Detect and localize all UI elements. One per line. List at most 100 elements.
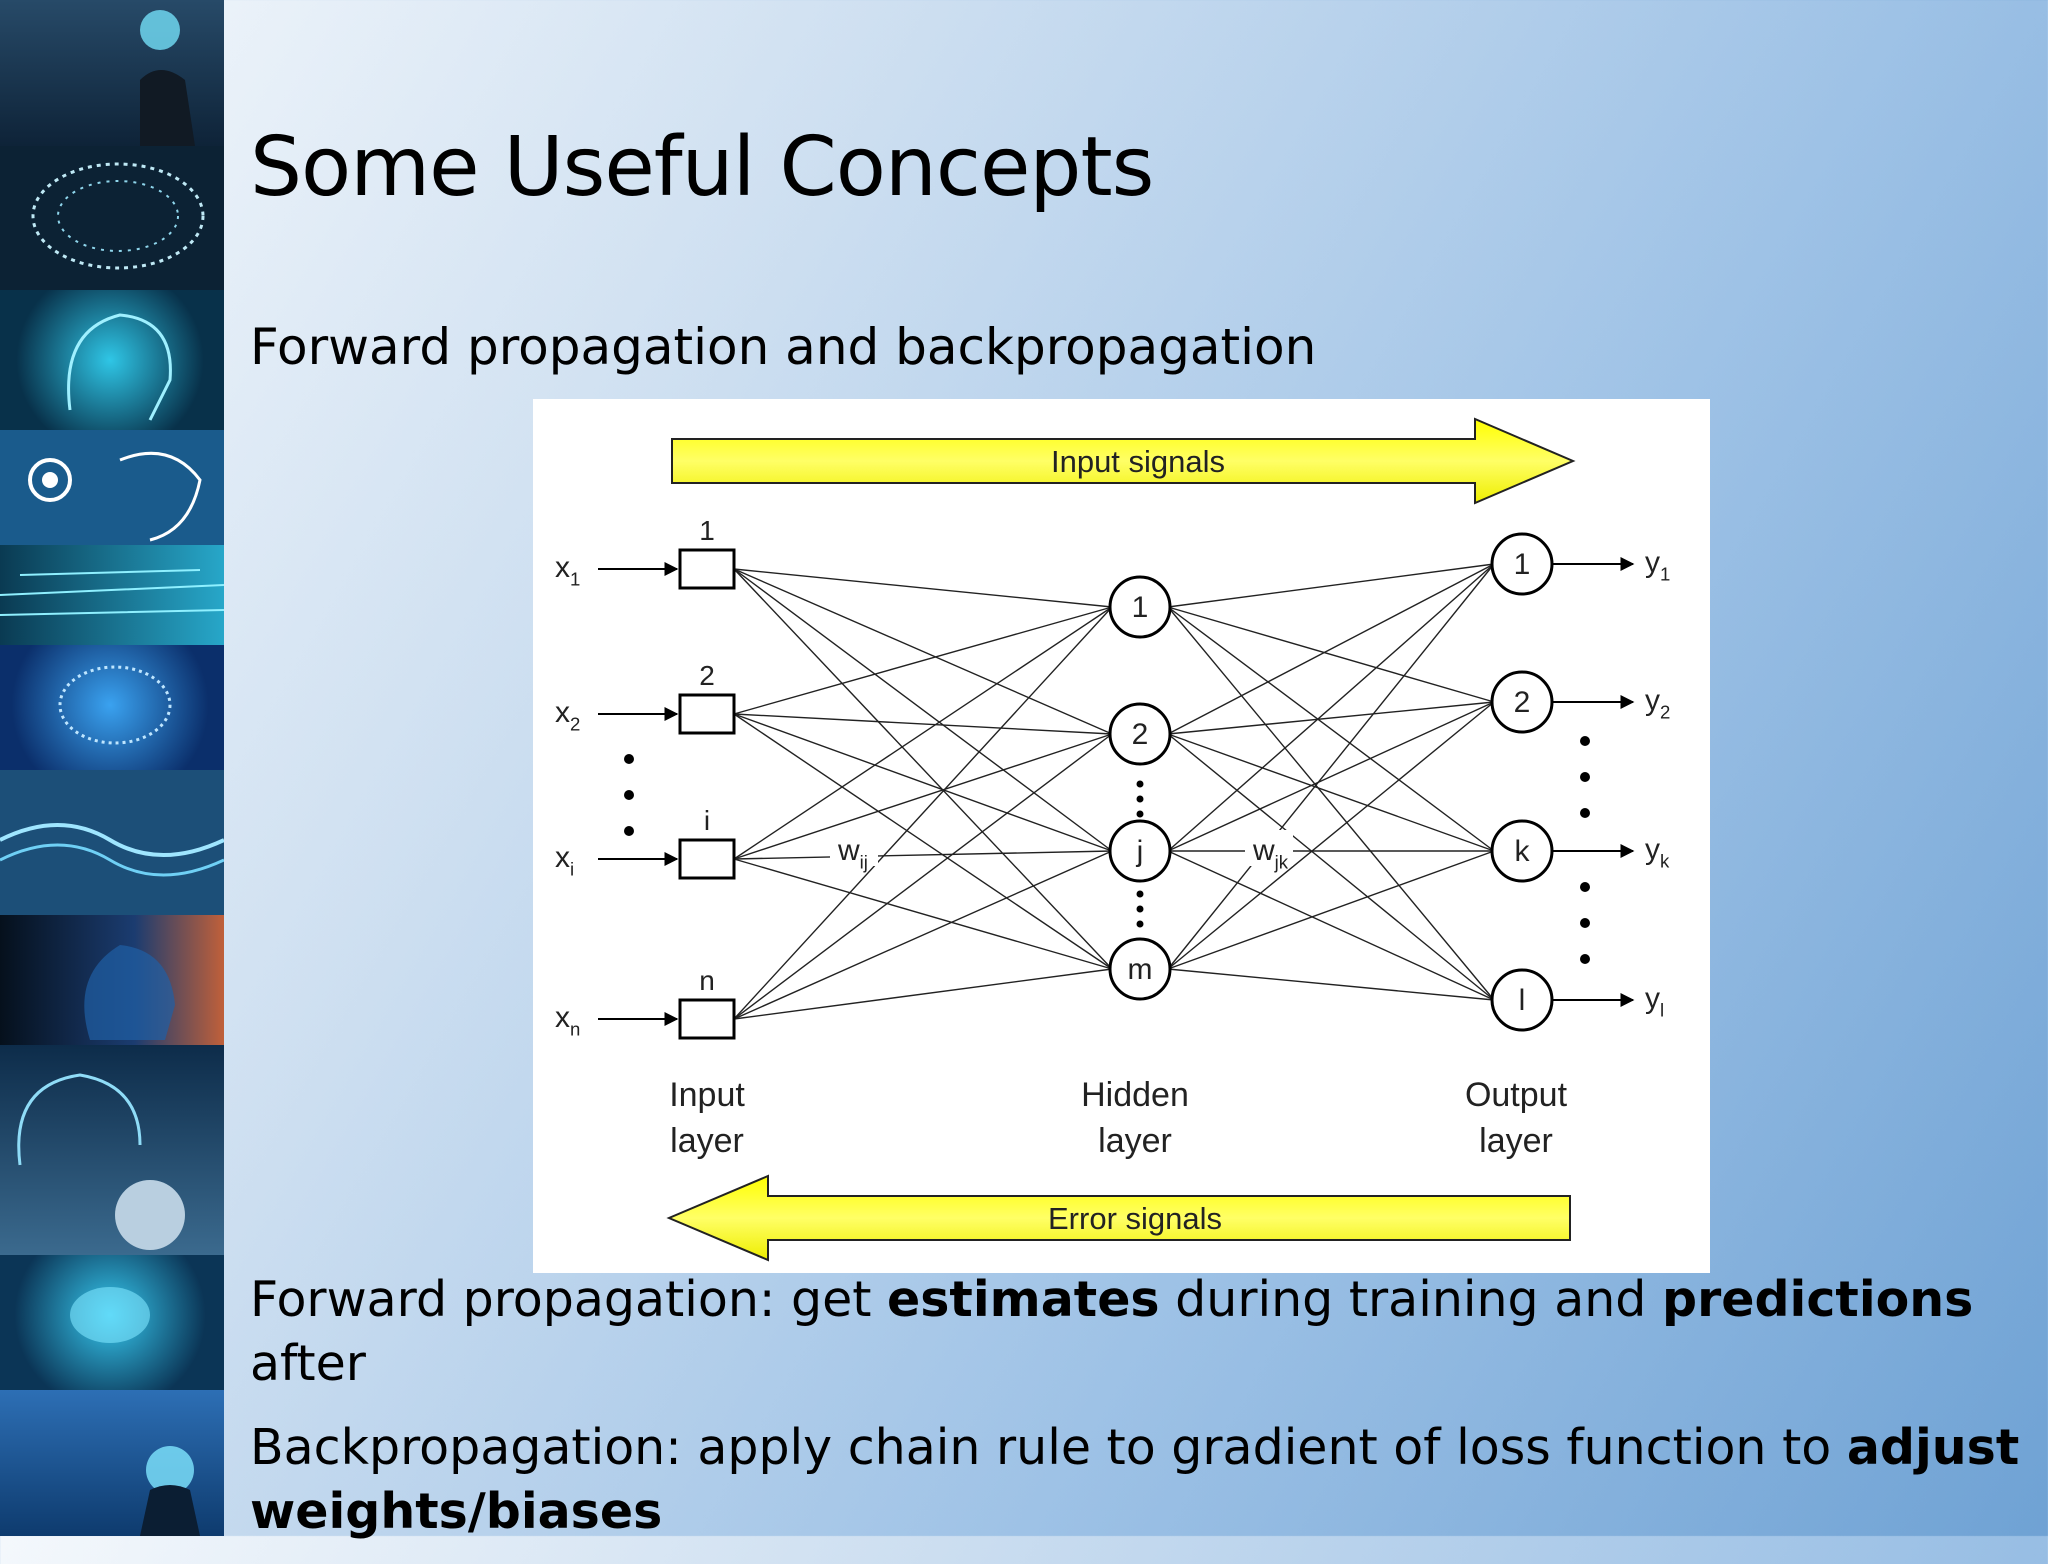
input-node-label: 2 [699, 660, 715, 691]
input-variable-label-sub: n [570, 1018, 580, 1039]
connection-line [1167, 850, 1495, 970]
slide-title: Some Useful Concepts [250, 120, 1154, 215]
bullet-text-run: predictions [1662, 1271, 1974, 1328]
input-variable-label: xi [555, 841, 574, 879]
input-variable-label-sub: 1 [570, 568, 580, 589]
network-nodes [624, 532, 1590, 1040]
bullet-text-run: after [250, 1335, 366, 1392]
ellipsis-dot [1136, 920, 1144, 928]
ellipsis-dot [1580, 954, 1590, 964]
output-node-label: 1 [1514, 548, 1531, 581]
output-variable-label: y1 [1645, 546, 1670, 584]
connection-line [1167, 850, 1495, 1001]
ellipsis-dot [624, 826, 634, 836]
error-signals-arrow [666, 1174, 1571, 1262]
output-node [1490, 819, 1554, 883]
connection-line [733, 733, 1113, 860]
hidden-node [1108, 575, 1172, 639]
ellipsis-dot [1580, 882, 1590, 892]
input-signals-arrow [671, 417, 1576, 505]
brain-image [0, 430, 224, 545]
connection-line [733, 606, 1113, 860]
ellipsis-dot [1136, 905, 1144, 913]
hidden-node [1108, 702, 1172, 766]
input-node-box [678, 693, 736, 735]
connection-line [1167, 606, 1495, 703]
bullet-backpropagation: Backpropagation: apply chain rule to gra… [250, 1416, 2030, 1544]
connection-line [733, 568, 1113, 852]
ellipsis-dot [1136, 810, 1144, 818]
input-node-box [678, 548, 736, 590]
bullet-text-run: Backpropagation: apply chain rule to gra… [250, 1419, 1847, 1476]
brain-image [0, 290, 224, 430]
connection-line [1167, 563, 1495, 735]
brain-image [0, 1255, 224, 1390]
connection-line [733, 713, 1113, 970]
output-variable-label-sub: 2 [1660, 701, 1670, 722]
ellipsis-dot [624, 754, 634, 764]
input-variable-label-var: x [555, 841, 570, 874]
brain-image [0, 0, 224, 146]
output-node-label: k [1515, 835, 1531, 868]
ellipsis-dot [1136, 890, 1144, 898]
output-variable-label: yl [1645, 982, 1664, 1020]
input-node-label: 1 [699, 515, 715, 546]
connection-line [1167, 563, 1495, 608]
connection-line [1167, 606, 1495, 852]
ellipsis-dot [1136, 780, 1144, 788]
weight-label-bg [1245, 830, 1293, 866]
output-variable-label-var: y [1645, 833, 1660, 866]
ellipsis-dot [1580, 918, 1590, 928]
brain-image [0, 146, 224, 290]
output-node [1490, 532, 1554, 596]
connection-line [1167, 701, 1495, 970]
output-node-label: l [1519, 984, 1526, 1017]
connection-line [733, 850, 1113, 860]
connection-line [733, 568, 1113, 970]
input-layer-label: layer [670, 1122, 744, 1160]
connection-line [733, 568, 1113, 735]
connection-line [1167, 701, 1495, 735]
brain-image [0, 1045, 224, 1255]
input-layer-label: Input [669, 1076, 745, 1114]
connection-line [733, 858, 1113, 970]
brain-image [0, 645, 224, 770]
input-variable-label-var: x [555, 696, 570, 729]
input-variable-label: x1 [555, 551, 580, 589]
output-variable-label: y2 [1645, 684, 1670, 722]
weight-label-weight_ij-sub: ij [860, 851, 868, 872]
connection-line [1167, 733, 1495, 852]
hidden-layer-label: Hidden [1081, 1076, 1189, 1114]
signal-arrows [598, 417, 1635, 1262]
brain-image [0, 1390, 224, 1536]
input-signals-label: Input signals [1051, 444, 1225, 479]
decorative-image-strip [0, 0, 224, 1536]
connection-line [1167, 733, 1495, 1001]
output-layer-label: layer [1479, 1122, 1553, 1160]
bullet-text-run: adjust weights/biases [250, 1419, 2020, 1540]
weight-label-weight_jk-var: w [1252, 834, 1275, 867]
brain-image [0, 915, 224, 1045]
output-variable-label-var: y [1645, 684, 1660, 717]
output-layer-label: Output [1465, 1076, 1568, 1114]
bullet-text-run: during training and [1159, 1271, 1662, 1328]
input-node-box [678, 838, 736, 880]
hidden-node-label: 2 [1132, 718, 1149, 751]
hidden-node-label: j [1136, 835, 1144, 868]
hidden-node [1108, 937, 1172, 1001]
brain-image [0, 770, 224, 915]
connection-line [1167, 606, 1495, 1001]
connection-line [733, 968, 1113, 1020]
connection-line [733, 850, 1113, 1020]
connection-line [733, 606, 1113, 715]
output-node [1490, 670, 1554, 734]
weight-label-weight_jk-sub: jk [1274, 851, 1289, 872]
brain-image [0, 545, 224, 645]
output-variable-label-sub: 1 [1660, 563, 1670, 584]
slide-subtitle: Forward propagation and backpropagation [250, 318, 1317, 376]
connection-line [733, 606, 1113, 1020]
bullet-list: Forward propagation: get estimates durin… [250, 1268, 2030, 1564]
ellipsis-dot [1580, 772, 1590, 782]
